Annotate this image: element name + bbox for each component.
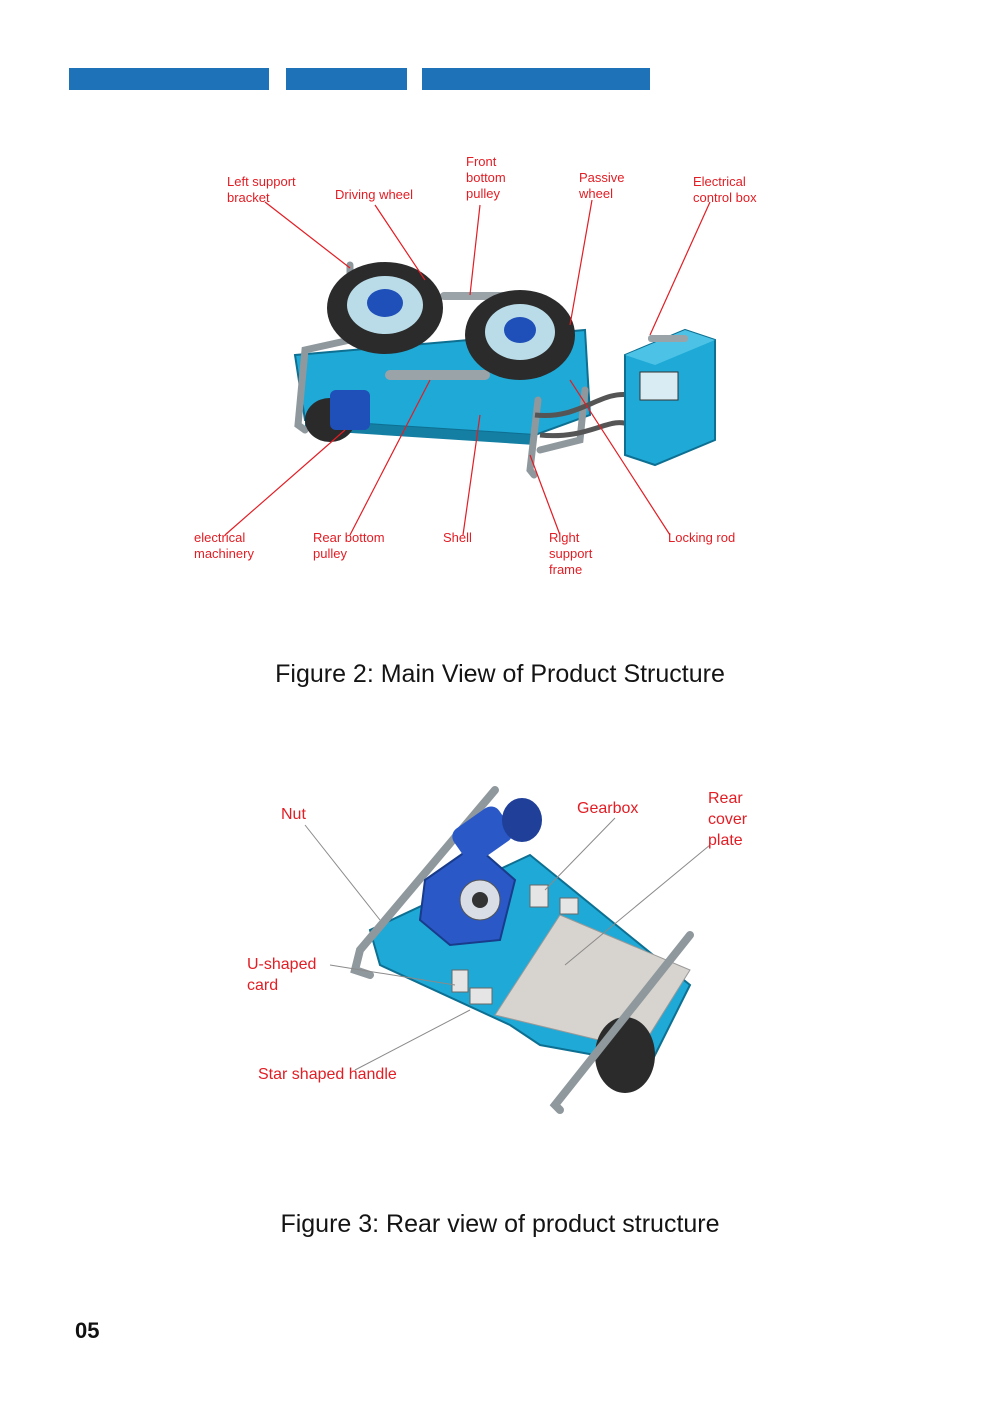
figure-2-caption: Figure 2: Main View of Product Structure (275, 660, 725, 688)
header-bar-1 (69, 68, 269, 90)
label-driving-wheel: Driving wheel (335, 187, 414, 202)
label-right-support-frame: Right support frame (549, 530, 593, 577)
label-electrical-control-box: Electrical control box (693, 174, 757, 205)
figure-3-rear-view: Nut Gearbox Rear cover plate U-shaped ca… (230, 770, 790, 1130)
label-left-support-bracket: Left support bracket (227, 174, 296, 205)
product-illustration-rear (304, 786, 711, 1114)
product-illustration-main (224, 199, 716, 536)
label-electrical-machinery: electrical machinery (194, 530, 254, 561)
page-number: 05 (75, 1318, 100, 1343)
label-locking-rod: Locking rod (668, 530, 736, 545)
label-rear-cover-plate: Rear cover plate (708, 790, 748, 849)
label-u-shaped-card: U-shaped card (247, 956, 317, 994)
label-shell: Shell (443, 530, 472, 545)
label-star-shaped-handle: Star shaped handle (258, 1066, 397, 1083)
label-nut: Nut (281, 806, 306, 823)
header-bar-2 (286, 68, 407, 90)
figure-3-caption: Figure 3: Rear view of product structure (280, 1210, 720, 1238)
label-front-bottom-pulley: Front bottom pulley (466, 154, 506, 201)
label-rear-bottom-pulley: Rear bottom pulley (313, 530, 385, 561)
label-passive-wheel: Passive wheel (579, 170, 625, 201)
header-bar-3 (422, 68, 650, 90)
label-gearbox: Gearbox (577, 800, 639, 817)
figure-2-main-view: Left support bracket Driving wheel Front… (180, 140, 820, 590)
